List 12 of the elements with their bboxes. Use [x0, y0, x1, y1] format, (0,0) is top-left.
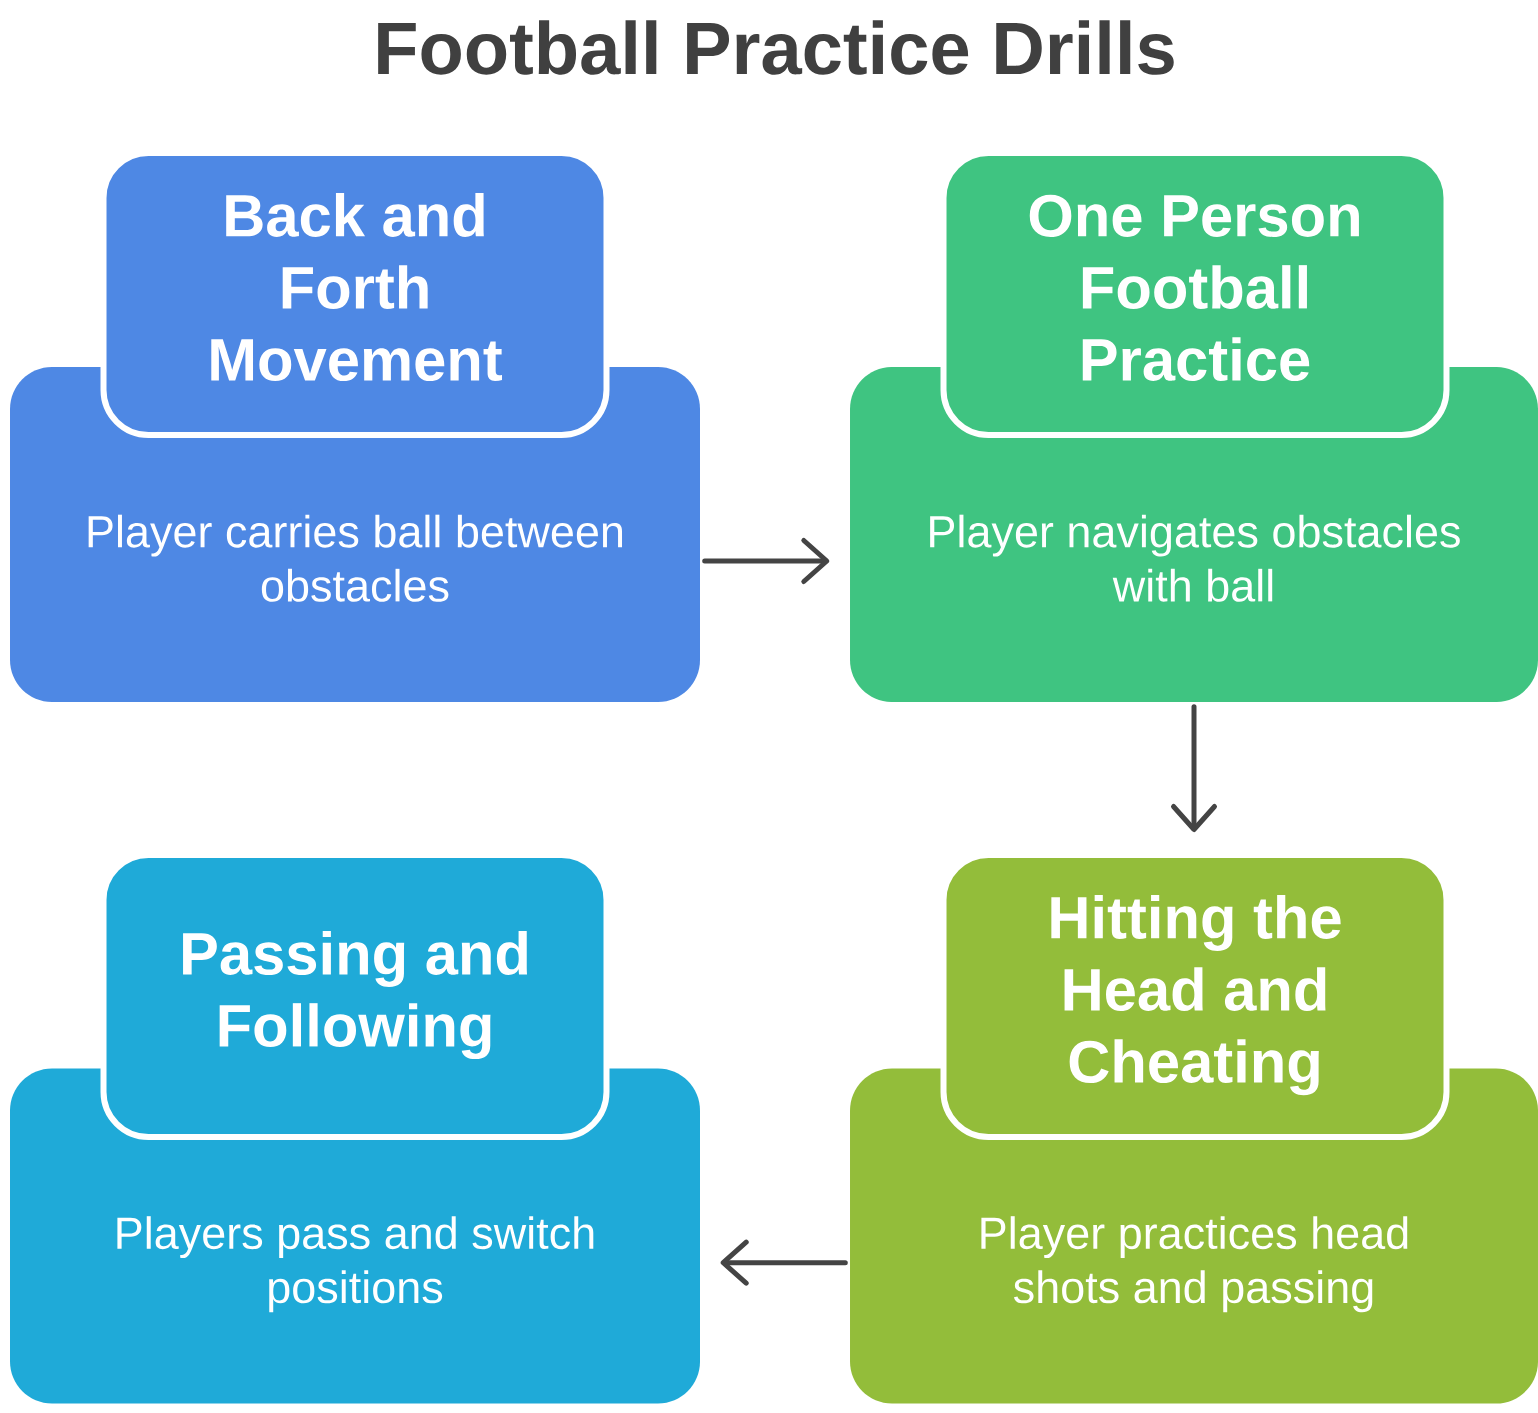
node-label: Players pass and switch positions [117, 1216, 594, 1313]
node-label: Player navigates obstacles with ball [930, 514, 1460, 602]
heading-box: Passing and Following [100, 852, 610, 1140]
node-label: Player practices head shots and passing [981, 1216, 1408, 1313]
title: Football Practice Drills [378, 20, 1174, 75]
heading-box: One Person Football Practice [940, 150, 1450, 438]
arrow [720, 1239, 848, 1286]
arrow [1171, 704, 1217, 832]
heading-box: Back and Forth Movement [100, 150, 610, 438]
node-label: Player carries ball between obstacles [88, 514, 623, 602]
arrow [702, 538, 830, 584]
heading-box: Hitting the Head and Cheating [940, 852, 1450, 1140]
